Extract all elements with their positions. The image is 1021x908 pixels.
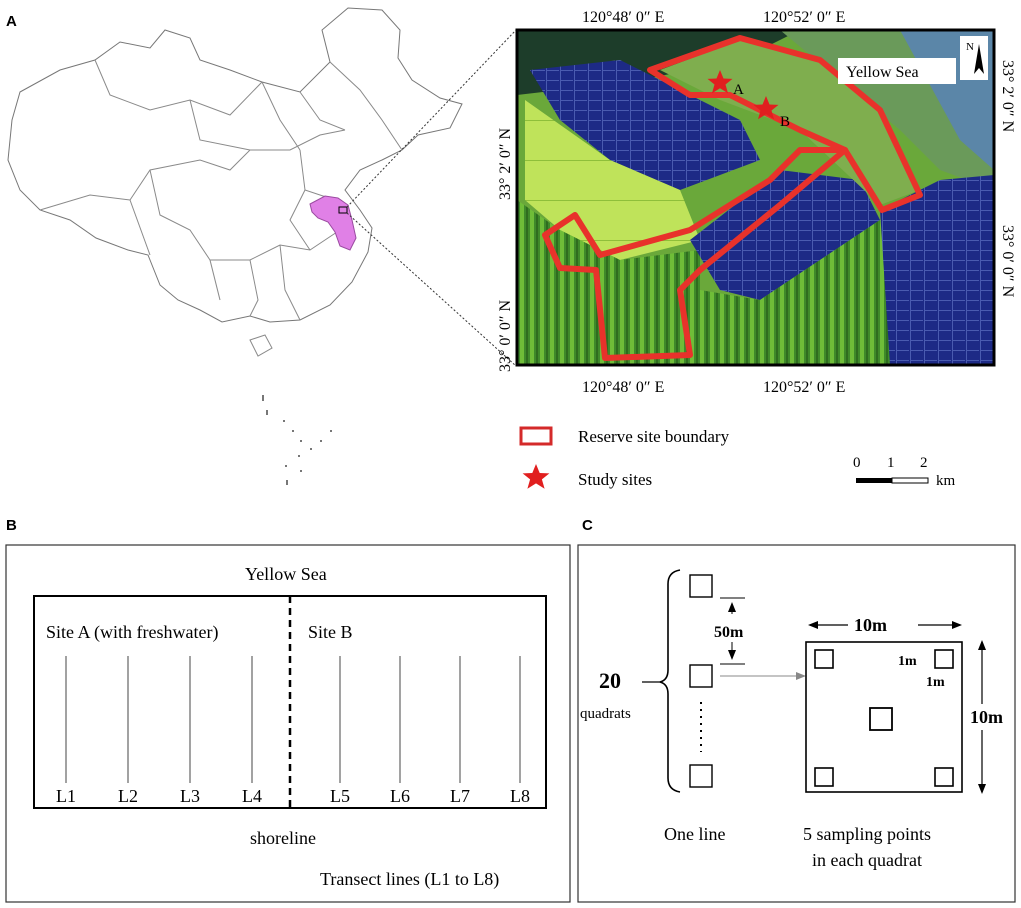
width-arrow-right-icon (952, 621, 962, 629)
spacing-label: 50m (714, 624, 744, 641)
transect-sea-label: Yellow Sea (245, 564, 327, 584)
zoom-line-bottom (346, 212, 517, 367)
scale-bar-light (891, 477, 929, 484)
coord-top-2: 120°52′ 0″ E (763, 9, 845, 26)
legend-boundary-swatch (519, 426, 553, 446)
width-arrow-left-icon (808, 621, 818, 629)
legend-sites-label: Study sites (578, 470, 652, 489)
coord-right-1: 33° 2′ 0″ N (999, 60, 1016, 133)
shoreline-label: shoreline (250, 828, 316, 848)
scale-tick-0: 0 (853, 455, 861, 471)
panel-label-b: B (6, 517, 17, 534)
scale-tick-1: 1 (887, 455, 895, 471)
coord-left-2: 33° 0′ 0″ N (497, 299, 514, 372)
south-sea-islands (262, 395, 332, 485)
coord-bottom-1: 120°48′ 0″ E (582, 379, 664, 396)
quadrat-square (689, 764, 713, 788)
china-map (7, 7, 463, 357)
panel-label-a: A (6, 13, 17, 30)
small-width-label: 1m (898, 654, 917, 669)
panel-label-c: C (582, 517, 593, 534)
sampling-points-label-1: 5 sampling points (803, 824, 931, 844)
sampling-point-center (869, 707, 893, 731)
panel-b-frame (5, 544, 571, 903)
sampling-point-bottom-right (934, 767, 954, 787)
study-area-marker (338, 206, 348, 214)
scale-tick-2: 2 (920, 455, 928, 471)
reserve-boundary (542, 35, 923, 361)
height-label-bg (968, 704, 1012, 730)
transect-label-l7: L7 (450, 786, 470, 806)
sea-label-box (838, 58, 956, 84)
quadrat-count: 20 (599, 668, 621, 693)
transect-lines (65, 656, 521, 783)
coord-top-1: 120°48′ 0″ E (582, 9, 664, 26)
north-label: N (966, 41, 974, 53)
large-quadrat (805, 641, 963, 793)
coord-bottom-2: 120°52′ 0″ E (763, 379, 845, 396)
small-height-label: 1m (926, 675, 945, 690)
site-b-title: Site B (308, 622, 353, 642)
legend-star-icon (522, 464, 550, 489)
panel-c-frame (577, 544, 1016, 903)
sampling-point-top-left (814, 649, 834, 669)
site-a-title: Site A (with freshwater) (46, 622, 218, 643)
sampling-point-bottom-left (814, 767, 834, 787)
sampling-point-top-right (934, 649, 954, 669)
site-b-label: B (780, 114, 790, 130)
site-a-label: A (733, 82, 744, 98)
zoom-arrow-head-icon (796, 672, 806, 680)
quadrat-square (689, 664, 713, 688)
transect-label-l6: L6 (390, 786, 410, 806)
transect-label-l4: L4 (242, 786, 262, 806)
transect-label-l2: L2 (118, 786, 138, 806)
north-arrow-icon (974, 44, 984, 74)
transect-label-l8: L8 (510, 786, 530, 806)
height-arrow-down-icon (978, 784, 986, 794)
sampling-points-label-2: in each quadrat (812, 850, 922, 870)
quadrat-count-label: quadrats (580, 706, 631, 722)
sea-label: Yellow Sea (846, 64, 919, 81)
study-site-a-star (707, 70, 733, 94)
height-label: 10m (970, 707, 1003, 727)
height-arrow-up-icon (978, 640, 986, 650)
one-line-label: One line (664, 824, 725, 844)
quadrat-square (689, 574, 713, 598)
study-site-b-star (753, 96, 779, 120)
width-label: 10m (854, 615, 887, 635)
transect-caption: Transect lines (L1 to L8) (320, 869, 499, 890)
satellite-frame (515, 28, 996, 367)
transect-label-l1: L1 (56, 786, 76, 806)
legend-boundary-label: Reserve site boundary (578, 427, 730, 446)
transect-label-l3: L3 (180, 786, 200, 806)
zoom-line-top (346, 29, 517, 208)
quadrat-bracket (659, 569, 681, 793)
scale-unit: km (936, 473, 956, 489)
transect-label-l5: L5 (330, 786, 350, 806)
jiangsu-province-highlight (309, 195, 357, 251)
width-label-bg (848, 614, 918, 634)
scale-bar-dark (856, 478, 892, 483)
coord-left-1: 33° 2′ 0″ N (497, 127, 514, 200)
coord-right-2: 33° 0′ 0″ N (999, 225, 1016, 298)
